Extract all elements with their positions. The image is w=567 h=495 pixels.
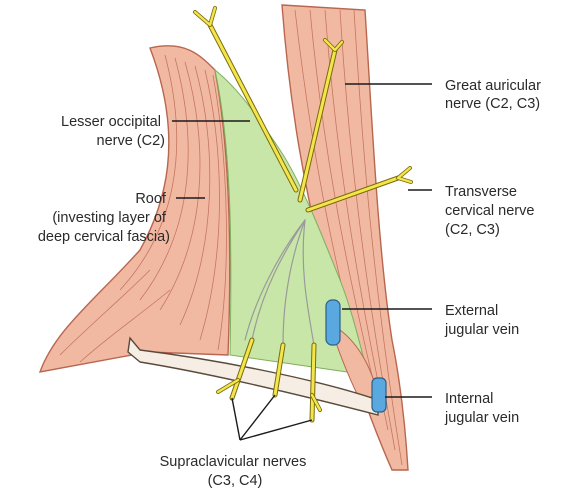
external-jugular-vein: [326, 300, 340, 345]
transverse-cervical-label: Transverse cervical nerve (C2, C3): [445, 184, 538, 238]
supraclavicular-label: Supraclavicular nerves (C3, C4): [160, 454, 311, 489]
lesser-occipital-label: Lesser occipital nerve (C2): [61, 114, 165, 149]
trapezius-muscle: [40, 46, 230, 372]
external-jugular-label: External jugular vein: [444, 303, 519, 338]
internal-jugular-label: Internal jugular vein: [444, 391, 519, 426]
roof-label: Roof (investing layer of deep cervical f…: [38, 191, 170, 245]
internal-jugular-vein: [372, 378, 386, 412]
great-auricular-label: Great auricular nerve (C2, C3): [445, 78, 545, 112]
